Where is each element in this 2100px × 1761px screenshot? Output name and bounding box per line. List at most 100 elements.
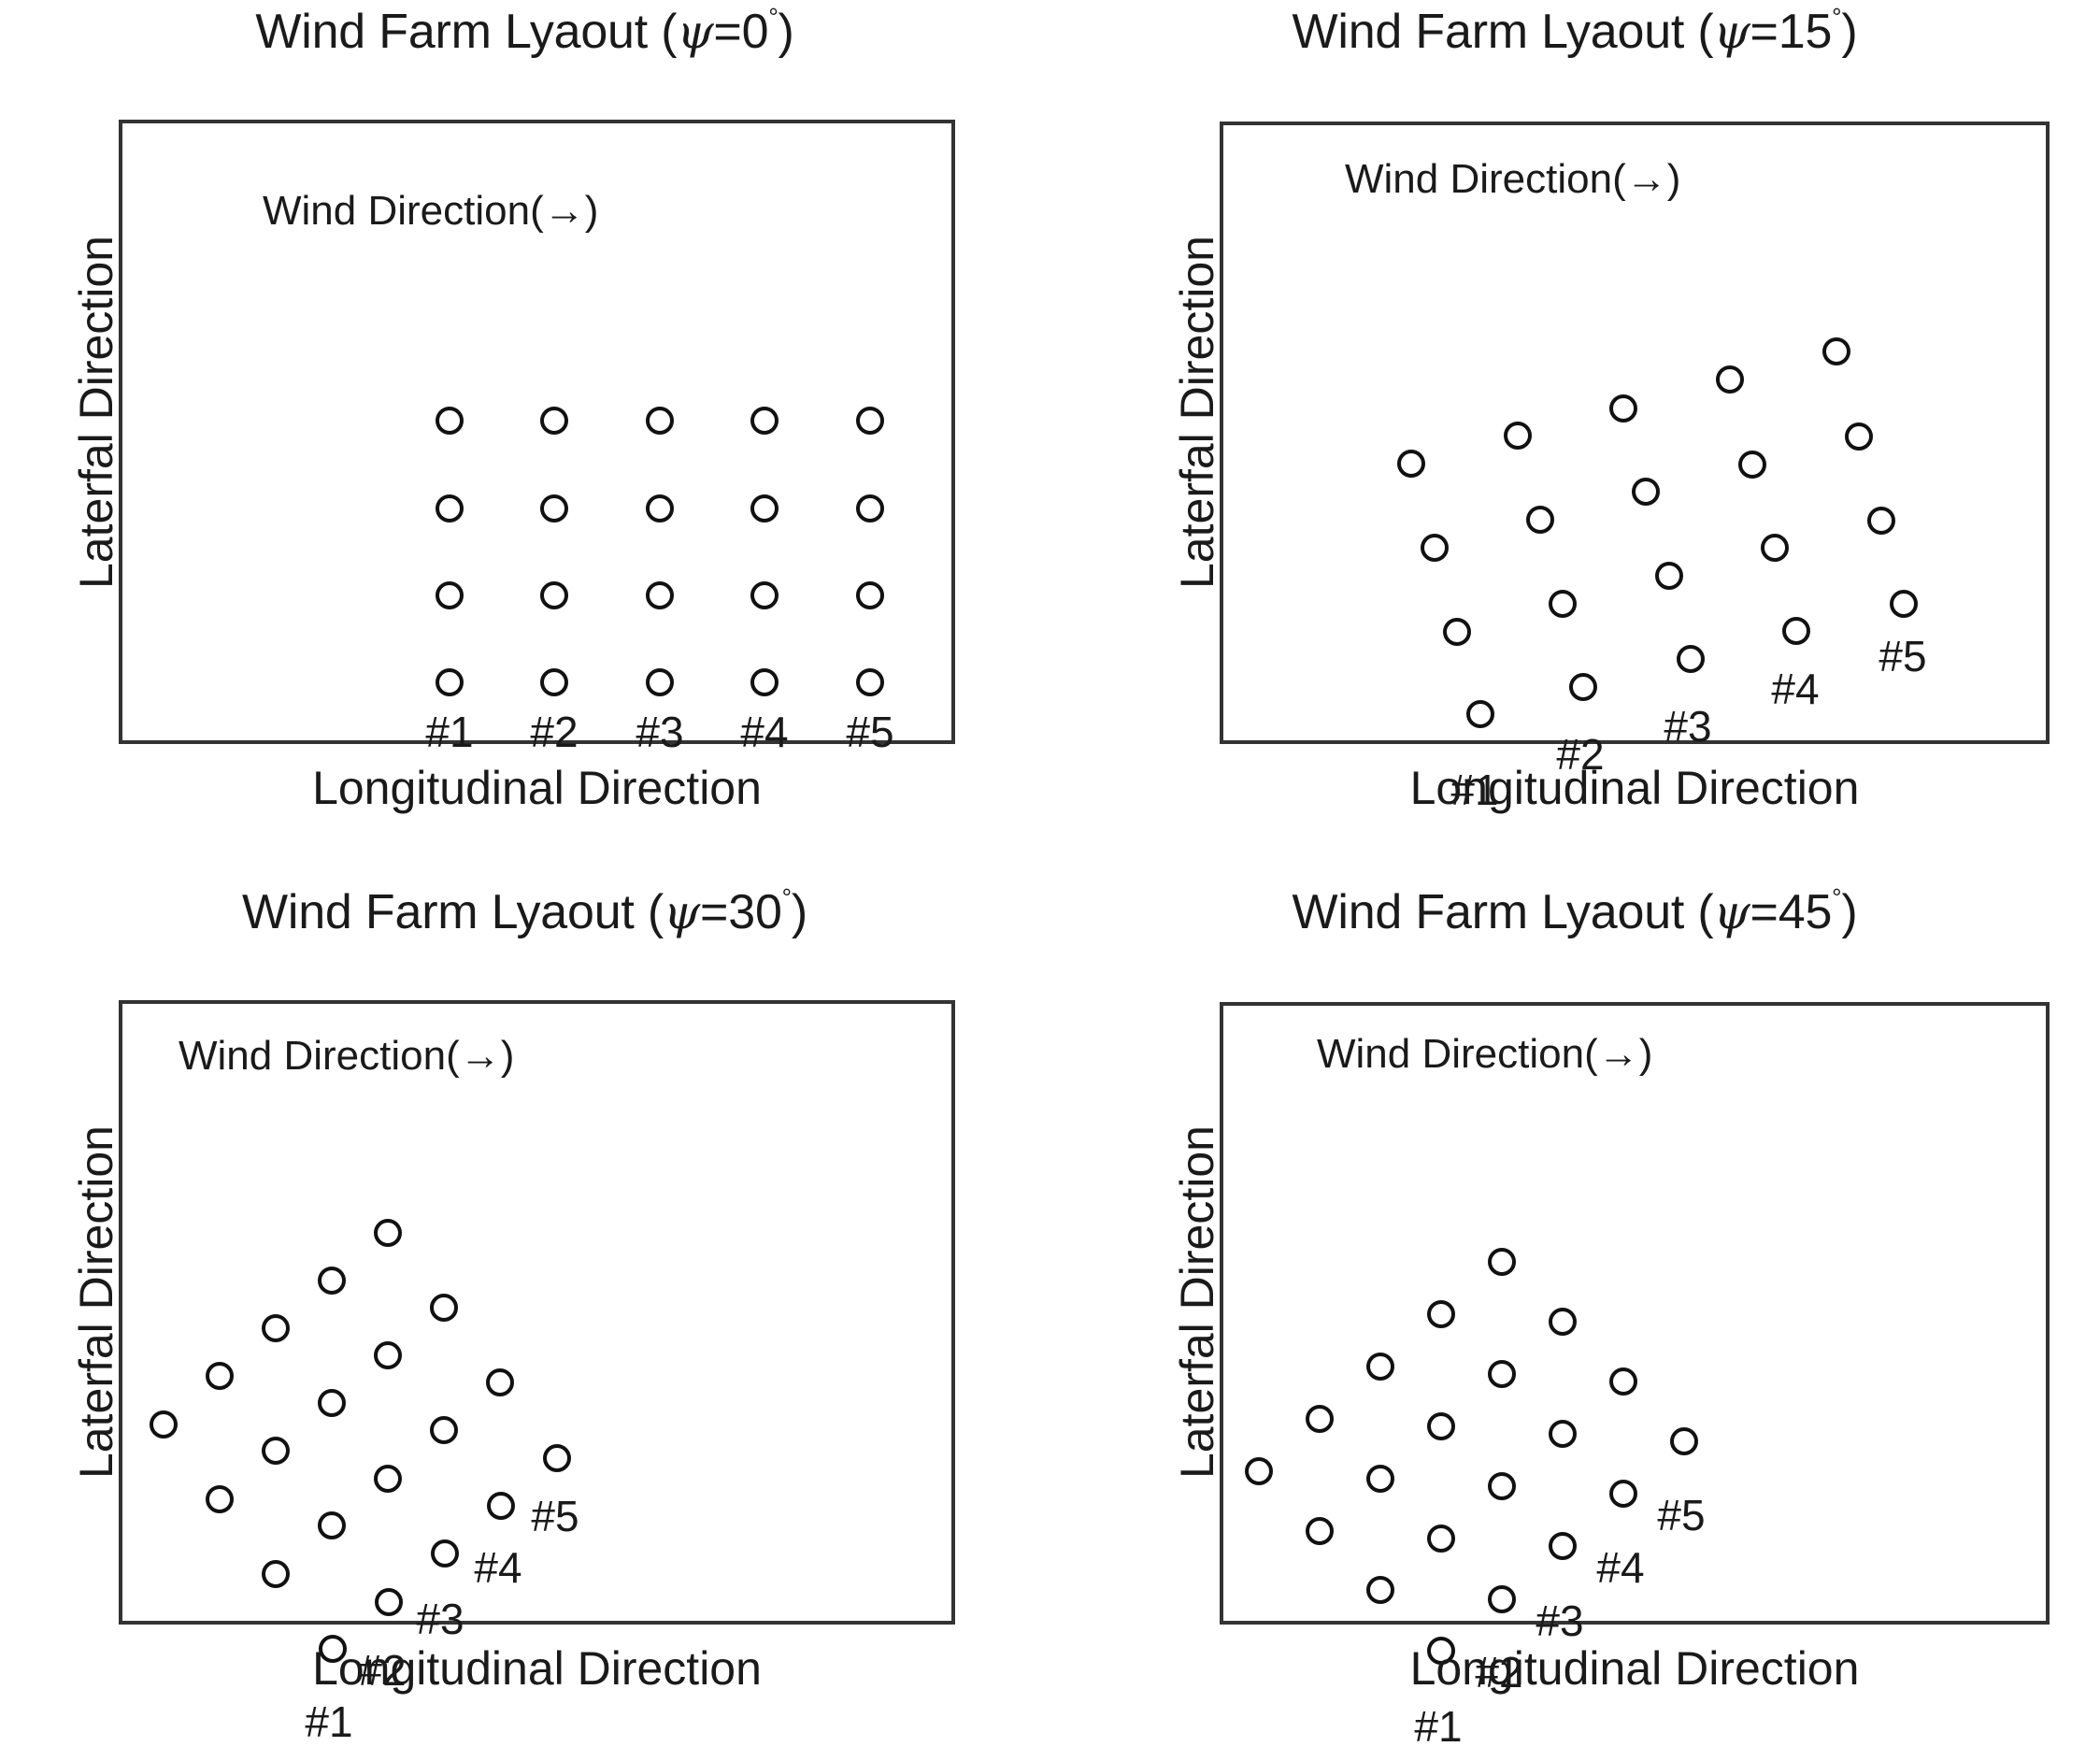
x-axis-label: Longitudinal Direction [1409, 1642, 1860, 1695]
turbine-marker [374, 1341, 402, 1369]
turbine-marker [856, 581, 884, 609]
turbine-column-label: #3 [416, 1595, 464, 1643]
title-prefix-text: Wind Farm Lyaout ( [1292, 5, 1714, 59]
x-axis-label: Longitudinal Direction [1409, 762, 1860, 814]
angle-value: 15 [1778, 5, 1833, 59]
title-prefix-text: Wind Farm Lyaout ( [255, 5, 678, 59]
title-suffix: ) [791, 885, 807, 939]
panel-title-psi-15: Wind Farm Lyaout (ψ=15°) [1050, 2, 2100, 59]
panel-title-psi-0: Wind Farm Lyaout (ψ=0°) [0, 3, 1050, 59]
turbine-marker [540, 407, 568, 435]
plot-frame: Wind Direction(→) #1#2#3#4#5 [1220, 1002, 2050, 1748]
turbine-marker [1670, 1427, 1698, 1455]
turbine-marker [436, 581, 464, 609]
turbine-marker [750, 581, 779, 609]
turbine-marker [1822, 337, 1850, 365]
turbine-marker [430, 1294, 458, 1322]
y-axis-label: Laterfal Direction [1171, 236, 1223, 589]
wind-direction-label: Wind Direction(→) [1317, 1031, 1653, 1077]
plot-frame: Wind Direction(→) #1#2#3#4#5 [119, 1000, 955, 1743]
angle-value: 30 [728, 885, 782, 939]
turbine-marker [646, 407, 674, 435]
turbine-marker [750, 668, 779, 696]
turbine-column-label: #5 [846, 708, 894, 756]
plot-frame: Wind Direction(→) #1#2#3#4#5 [1220, 122, 2050, 811]
turbine-marker [750, 494, 779, 523]
turbine-marker [262, 1437, 290, 1465]
turbine-marker [318, 1389, 346, 1417]
turbine-column-label: #1 [1414, 1702, 1463, 1751]
turbine-column-label: #2 [1556, 730, 1605, 779]
turbine-marker [262, 1314, 290, 1342]
turbine-marker [1549, 1308, 1577, 1336]
turbine-marker [1427, 1525, 1455, 1553]
turbine-marker [1782, 617, 1810, 645]
turbine-column-label: #2 [358, 1646, 407, 1695]
turbine-marker [1488, 1585, 1516, 1613]
y-axis-label: Laterfal Direction [70, 236, 122, 589]
title-equals: = [700, 885, 729, 939]
panel-title-psi-30: Wind Farm Lyaout (ψ=30°) [0, 882, 1050, 939]
turbine-marker [436, 407, 464, 435]
title-suffix: ) [778, 5, 794, 59]
turbine-column-label: #3 [1536, 1596, 1584, 1645]
turbine-column-label: #5 [1657, 1491, 1706, 1539]
turbine-marker [856, 407, 884, 435]
turbine-marker [1366, 1576, 1394, 1604]
turbine-marker [1526, 506, 1554, 534]
turbine-marker [646, 581, 674, 609]
turbine-marker [1421, 534, 1449, 562]
angle-value: 45 [1778, 885, 1833, 939]
turbine-marker [856, 668, 884, 696]
turbine-marker [1867, 507, 1895, 535]
title-equals: = [1750, 885, 1779, 939]
turbine-marker [262, 1560, 290, 1588]
turbine-marker [318, 1267, 346, 1295]
turbine-marker [1427, 1637, 1455, 1665]
title-equals: = [1750, 5, 1779, 59]
turbine-column-label: #3 [636, 708, 684, 756]
turbine-marker [1632, 478, 1660, 506]
turbine-marker [543, 1444, 571, 1472]
turbine-column-label: #1 [305, 1697, 353, 1746]
turbine-column-label: #3 [1664, 702, 1712, 751]
turbine-column-label: #5 [531, 1492, 579, 1540]
turbine-marker [540, 581, 568, 609]
title-prefix-text: Wind Farm Lyaout ( [1292, 885, 1714, 939]
turbine-marker [540, 494, 568, 523]
turbine-marker [206, 1362, 234, 1390]
degree-symbol: ° [1832, 2, 1842, 31]
wind-direction-label: Wind Direction(→) [263, 188, 599, 234]
turbine-marker [375, 1588, 403, 1616]
turbine-marker [318, 1511, 346, 1539]
wind-direction-label: Wind Direction(→) [1345, 156, 1681, 202]
plot-frame: Wind Direction(→) #1#2#3#4#5 [119, 120, 955, 753]
panel-psi-30: Wind Farm Lyaout (ψ=30°) Laterfal Direct… [0, 880, 1050, 1761]
turbine-column-label: #4 [1771, 665, 1820, 713]
y-axis-label: Laterfal Direction [1171, 1125, 1223, 1479]
title-prefix-text: Wind Farm Lyaout ( [241, 885, 664, 939]
turbine-marker [486, 1368, 514, 1396]
turbine-marker [1549, 1532, 1577, 1560]
panel-psi-0: Wind Farm Lyaout (ψ=0°) Laterfal Directi… [0, 0, 1050, 880]
turbine-column-label: #5 [1879, 632, 1927, 680]
turbine-marker [1245, 1457, 1273, 1485]
turbine-column-label: #2 [1475, 1648, 1523, 1697]
turbine-marker [431, 1539, 459, 1568]
turbine-marker [646, 494, 674, 523]
turbine-marker [1306, 1517, 1334, 1545]
turbine-marker [1716, 365, 1744, 394]
x-axis-label: Longitudinal Direction [312, 1642, 762, 1695]
turbine-marker [1427, 1412, 1455, 1440]
turbine-marker [430, 1416, 458, 1444]
turbine-marker [1890, 590, 1918, 618]
turbine-marker [1488, 1360, 1516, 1388]
turbine-marker [1738, 451, 1766, 479]
turbine-marker [1427, 1300, 1455, 1328]
turbine-marker [540, 668, 568, 696]
turbine-marker [374, 1465, 402, 1493]
title-suffix: ) [1841, 5, 1858, 59]
degree-symbol: ° [781, 882, 792, 911]
turbine-column-label: #1 [425, 708, 474, 756]
turbine-marker [436, 668, 464, 696]
